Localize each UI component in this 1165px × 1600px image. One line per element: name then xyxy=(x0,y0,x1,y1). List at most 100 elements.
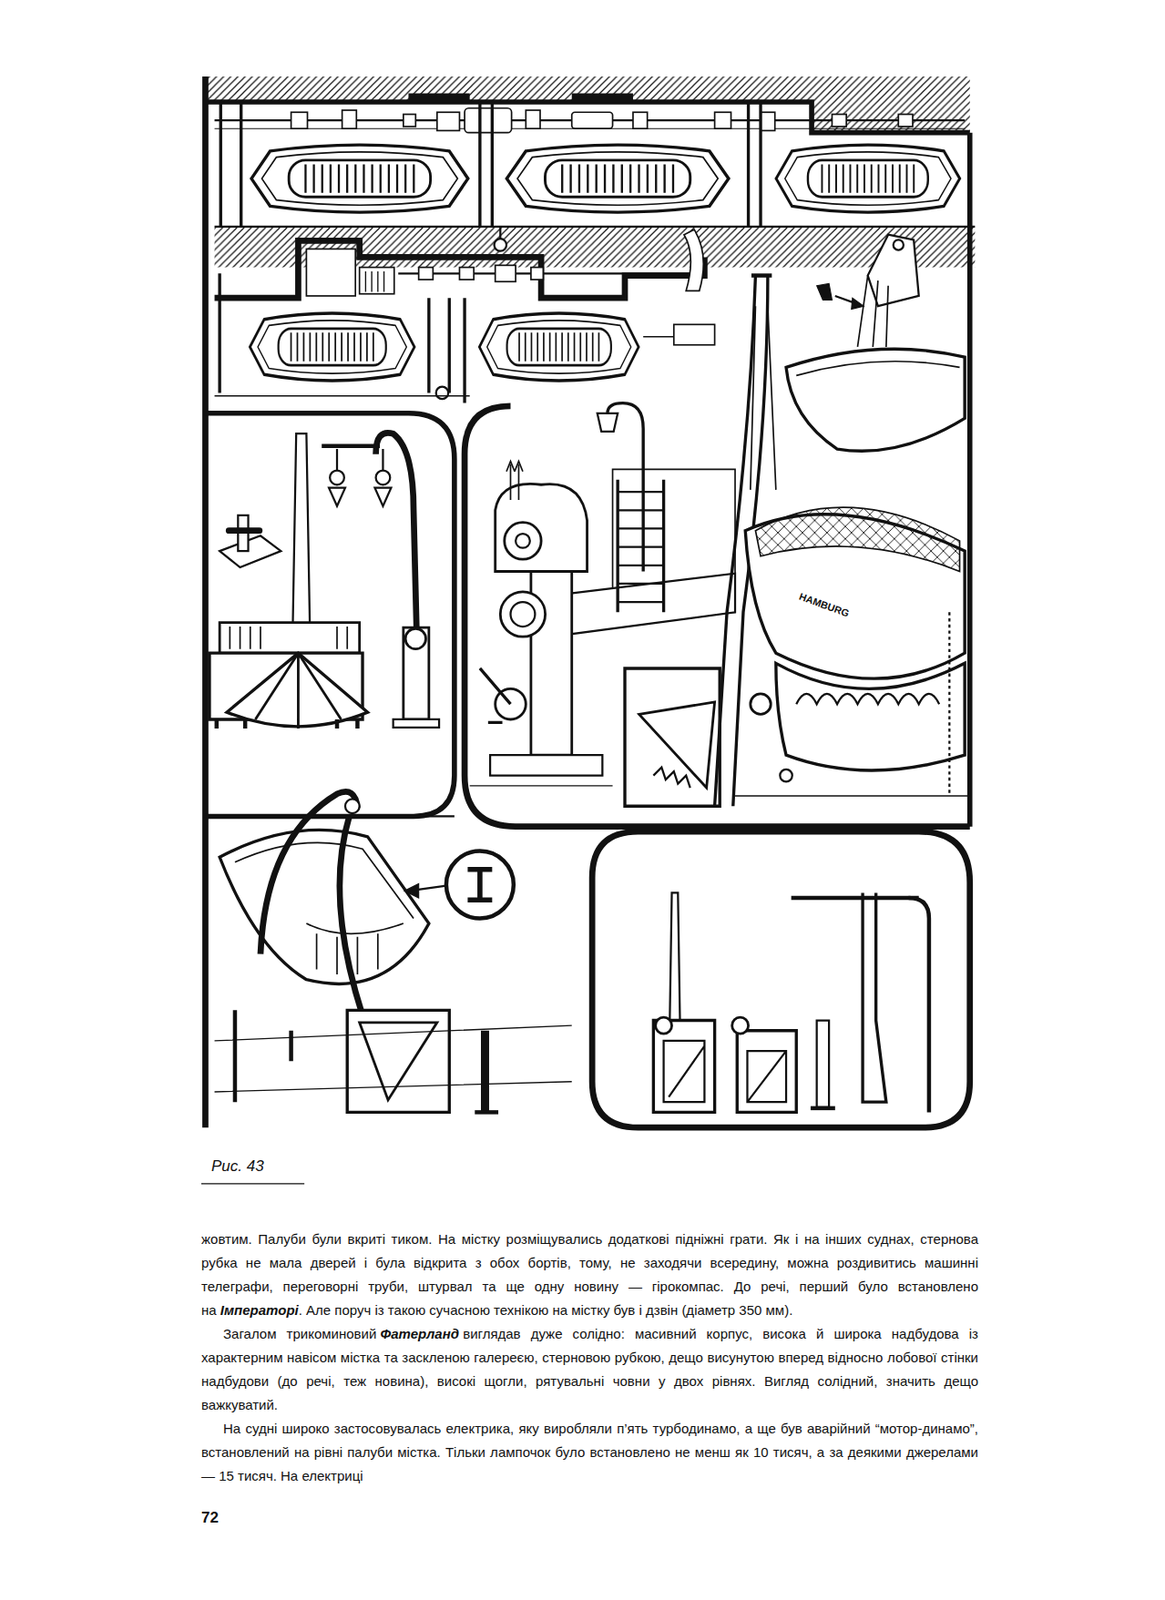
davit-quadrant-panel-part xyxy=(405,628,426,649)
boat-davit-winch xyxy=(464,235,971,828)
paragraph: Загалом трикоминовийФатерландвиглядав ду… xyxy=(201,1322,979,1418)
boat-davit-winch-part xyxy=(500,592,545,637)
deck-plan-part-part xyxy=(342,110,358,129)
deck-plan-part xyxy=(202,76,209,1128)
swung-boat-panel-part xyxy=(235,1010,292,1103)
davit-types-panel-part xyxy=(655,1017,673,1034)
deck-plan-part-part xyxy=(760,112,776,131)
swung-boat-panel-part xyxy=(204,815,455,818)
boat-davit-winch-part xyxy=(515,533,531,549)
deck-plan-part xyxy=(398,272,705,275)
davit-types-panel-part xyxy=(736,1031,797,1114)
deck-plan-part xyxy=(365,271,384,292)
deck-plan-part xyxy=(249,313,415,381)
boat-davit-winch-part xyxy=(755,507,960,572)
boat-davit-winch-part xyxy=(893,239,904,250)
deck-plan-part-part xyxy=(633,112,648,129)
boat-davit-winch-part xyxy=(751,273,772,277)
davit-types-panel-part xyxy=(664,1041,706,1103)
boat-davit-winch-part xyxy=(779,769,792,782)
swung-boat-panel-part xyxy=(446,851,514,920)
deck-plan-part-part xyxy=(464,108,512,133)
davit-quadrant-panel-part xyxy=(393,719,440,728)
boat-davit-winch-part xyxy=(750,306,777,491)
swung-boat-panel-part xyxy=(404,883,419,899)
deck-plan-part-part xyxy=(898,114,913,127)
deck-plan-part-part xyxy=(418,267,434,280)
davit-quadrant-panel xyxy=(204,413,455,818)
deck-plan-part xyxy=(674,324,716,345)
deck-plan-part xyxy=(967,132,973,828)
davit-quadrant-panel-part xyxy=(216,719,358,729)
deck-plan-part xyxy=(306,248,356,297)
paragraph: На судні широко застосовувалась електрик… xyxy=(201,1417,979,1489)
deck-plan-part-part xyxy=(459,267,474,280)
boat-davit-winch-part xyxy=(510,602,536,627)
deck-plan-part-part xyxy=(291,112,308,129)
boat-davit-winch-part xyxy=(617,480,664,614)
davit-quadrant-panel-part xyxy=(403,627,430,720)
deck-plan-part xyxy=(494,238,507,251)
davit-quadrant-panel-part xyxy=(337,449,383,471)
deck-plan-part xyxy=(214,225,976,228)
swung-boat-panel-part xyxy=(474,1110,499,1114)
davit-quadrant-panel-part xyxy=(229,626,348,650)
boat-davit-winch-part xyxy=(639,702,716,788)
swung-boat-panel-part xyxy=(235,842,414,919)
swung-boat-panel-part xyxy=(219,829,430,984)
deck-plan-part xyxy=(204,102,970,133)
boat-davit-winch-part xyxy=(617,491,664,603)
davit-quadrant-panel-part xyxy=(204,413,455,818)
davit-quadrant-panel-part xyxy=(329,470,345,486)
davit-types-panel-part xyxy=(669,892,680,1021)
deck-plan-part-part xyxy=(831,114,847,127)
boat-davit-winch-part xyxy=(796,694,940,705)
deck-plan-part-part xyxy=(495,265,516,282)
deck-plan-part xyxy=(776,144,961,213)
boat-davit-winch-part xyxy=(490,755,603,776)
deck-plan-part-part xyxy=(684,229,704,291)
swung-boat-panel-part xyxy=(306,923,403,975)
deck-plan-part xyxy=(499,226,501,239)
deck-plan-part xyxy=(436,387,449,399)
boat-davit-winch-part xyxy=(750,694,771,715)
body-text: жовтим. Палуби були вкриті тиком. На міс… xyxy=(201,1227,979,1489)
davit-quadrant-panel-part xyxy=(219,623,360,655)
ship-name: Фатерланд xyxy=(379,1326,460,1342)
swung-boat-panel-part xyxy=(467,869,492,901)
body-sentence: . Але поруч із такою сучасною технікою н… xyxy=(298,1302,794,1319)
deck-plan-part-part xyxy=(525,110,541,129)
deck-plan-part xyxy=(204,76,970,133)
body-sentence: Загалом трикоминовий xyxy=(223,1326,377,1342)
deck-plan-part xyxy=(291,108,913,133)
boat-davit-winch-part xyxy=(597,413,618,432)
body-sentence: На судні широко застосовувалась електрик… xyxy=(201,1420,979,1484)
deck-plan-part xyxy=(214,337,675,397)
swung-boat-panel-part xyxy=(339,816,363,1016)
deck-plan-part-part xyxy=(437,112,460,131)
davit-types-panel-part xyxy=(817,1021,829,1108)
deck-plan-part xyxy=(214,240,706,298)
davit-types-panel xyxy=(592,831,971,1128)
deck-plan-part xyxy=(220,102,761,227)
davit-types-panel-part xyxy=(810,1106,836,1111)
davit-types-panel-part xyxy=(732,1017,749,1034)
deck-plan-part xyxy=(418,229,705,291)
boat-davit-winch-part xyxy=(495,483,588,572)
boat-davit-winch-part xyxy=(653,767,690,788)
swung-boat-panel xyxy=(204,791,572,1113)
deck-plan xyxy=(204,76,975,1128)
davit-quadrant-panel-part xyxy=(219,535,281,568)
davit-quadrant-panel-part xyxy=(376,470,391,486)
figure-caption: Рис. 43 xyxy=(211,1157,265,1176)
davit-quadrant-panel-part xyxy=(255,653,341,729)
swung-boat-panel-part xyxy=(416,886,446,890)
boat-davit-winch-part xyxy=(817,284,833,301)
davit-types-panel-part xyxy=(862,892,887,1103)
deck-plan-part xyxy=(359,267,395,295)
caption-rule xyxy=(201,1183,305,1185)
deck-plan-part-part xyxy=(531,267,543,280)
deck-plan-part xyxy=(408,93,634,103)
deck-plan-part xyxy=(479,313,639,381)
